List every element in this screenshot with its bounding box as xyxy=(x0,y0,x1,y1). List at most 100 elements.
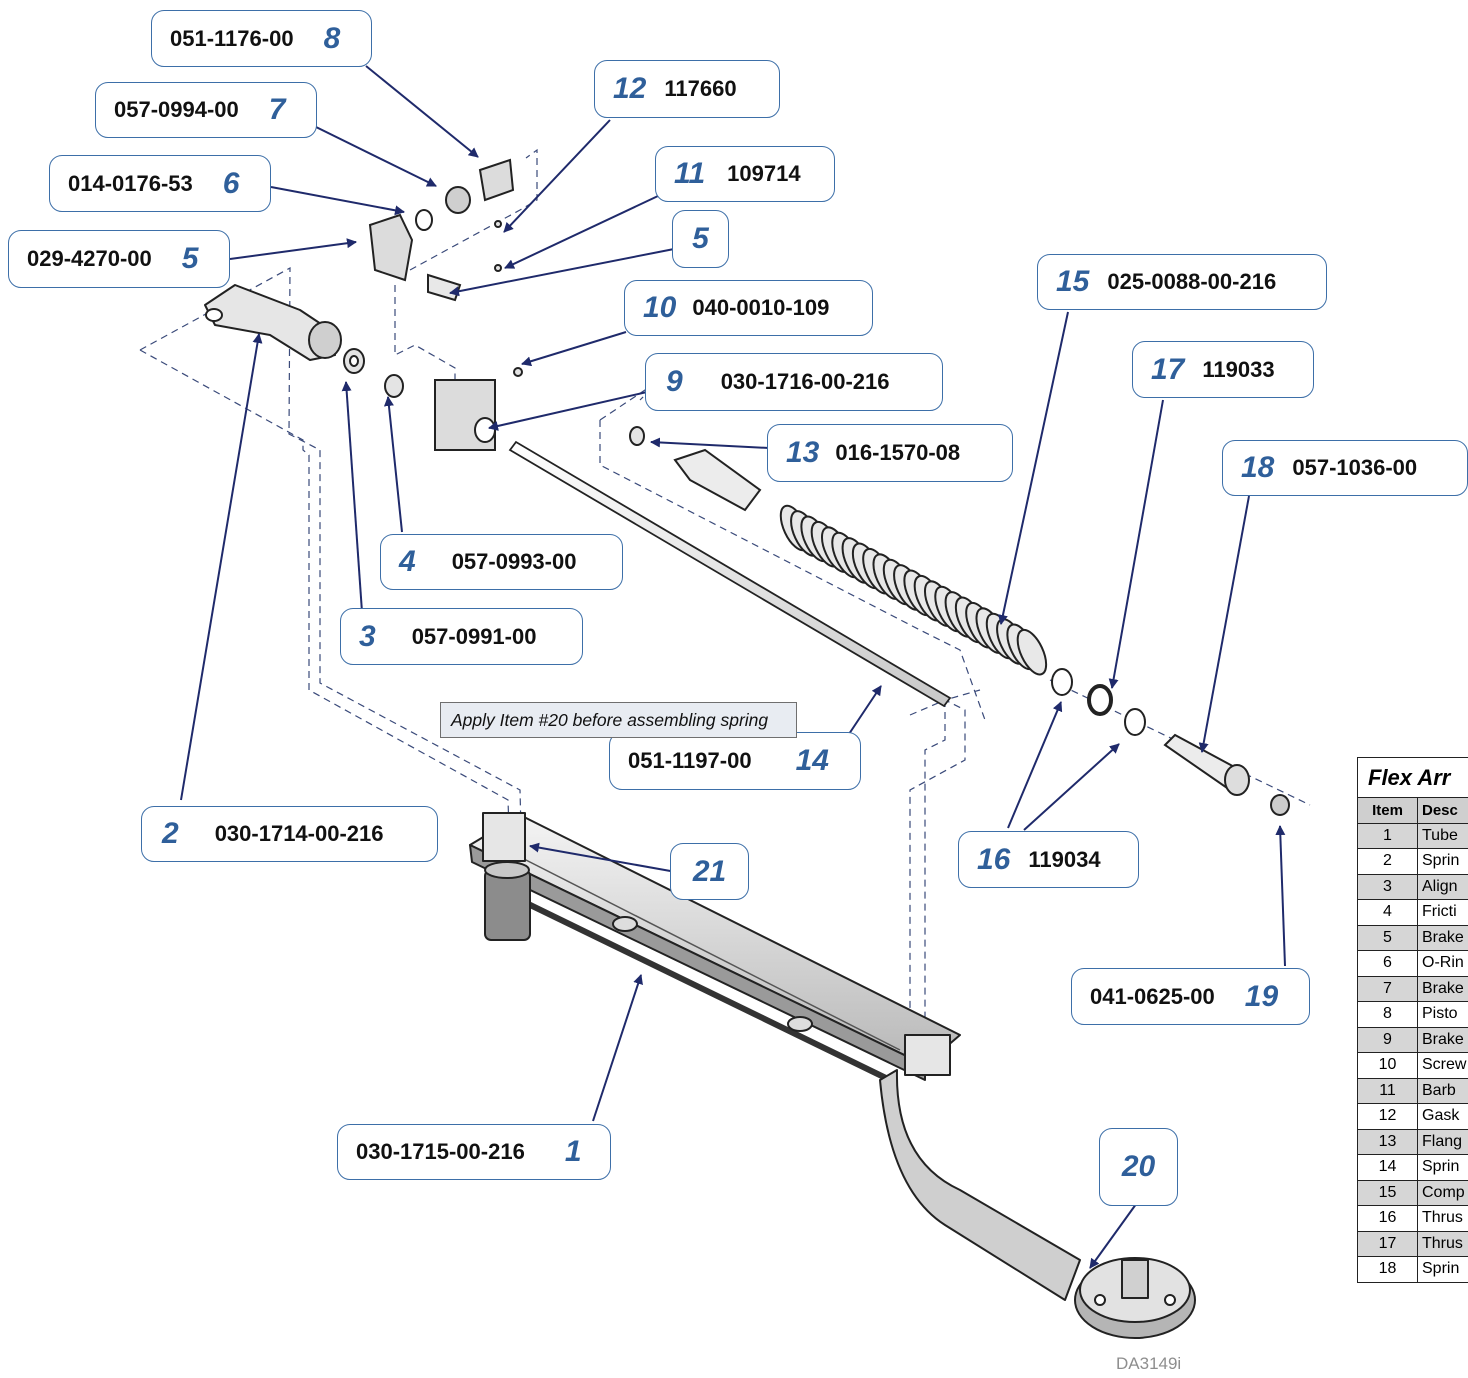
part-number: 119033 xyxy=(1202,356,1275,382)
item-cell: 12 xyxy=(1357,1103,1418,1130)
item-number: 16 xyxy=(977,842,1011,876)
leader-arrows xyxy=(180,65,1286,1269)
part-number: 051-1197-00 xyxy=(628,748,752,773)
item-number: 19 xyxy=(1244,979,1279,1013)
item-cell: 16 xyxy=(1357,1205,1418,1232)
item-cell: 7 xyxy=(1357,975,1418,1002)
assembly-note: Apply Item #20 before assembling spring xyxy=(440,702,797,738)
item-cell: 17 xyxy=(1357,1230,1418,1257)
part-number: 030-1714-00-216 xyxy=(214,821,384,846)
item-cell: 18 xyxy=(1357,1256,1418,1283)
description-cell: Sprin xyxy=(1417,1256,1468,1283)
callout-item-21: 21 xyxy=(670,843,749,900)
part-number: 057-1036-00 xyxy=(1292,455,1418,480)
part-20-bracket xyxy=(879,1069,1196,1339)
column-header-description: Desc xyxy=(1417,797,1468,824)
part-number: 051-1176-00 xyxy=(170,25,294,51)
item-number: 2 xyxy=(162,817,179,850)
description-cell: Brake xyxy=(1417,975,1468,1002)
part-number: 029-4270-00 xyxy=(27,246,152,271)
description-cell: Sprin xyxy=(1417,1154,1468,1181)
description-cell: Comp xyxy=(1417,1179,1468,1206)
part-number: 030-1716-00-216 xyxy=(720,369,890,394)
callout-item-3: 3 057-0991-00 xyxy=(340,608,583,665)
item-number: 13 xyxy=(786,436,820,469)
description-cell: Sprin xyxy=(1417,848,1468,875)
part-15-spring xyxy=(779,504,1048,676)
callout-item-6: 014-0176-53 6 xyxy=(49,155,271,212)
item-cell: 13 xyxy=(1357,1128,1418,1155)
callout-item-19: 041-0625-00 19 xyxy=(1071,968,1310,1025)
description-cell: Gask xyxy=(1417,1103,1468,1130)
item-cell: 9 xyxy=(1357,1026,1418,1053)
description-cell: Thrus xyxy=(1417,1230,1468,1257)
item-cell: 11 xyxy=(1357,1077,1418,1104)
description-cell: O-Rin xyxy=(1417,950,1468,977)
description-cell: Flang xyxy=(1417,1128,1468,1155)
part-number: 057-0994-00 xyxy=(114,97,239,122)
item-cell: 6 xyxy=(1357,950,1418,977)
item-cell: 1 xyxy=(1357,822,1418,849)
item-number: 5 xyxy=(692,222,709,255)
item-number: 10 xyxy=(643,291,677,324)
item-number: 7 xyxy=(268,93,286,126)
callout-item-10: 10 040-0010-109 xyxy=(624,280,873,336)
callout-item-5: 029-4270-00 5 xyxy=(8,230,230,288)
callout-item-14: 051-1197-00 14 xyxy=(609,732,861,790)
callout-item-12: 12 117660 xyxy=(594,60,780,118)
item-number: 6 xyxy=(222,166,240,200)
description-cell: Fricti xyxy=(1417,899,1468,926)
part-number: 057-0993-00 xyxy=(451,549,577,574)
callout-item-17: 17 119033 xyxy=(1132,341,1314,398)
item-cell: 3 xyxy=(1357,873,1418,900)
description-cell: Tube xyxy=(1417,822,1468,849)
item-number: 20 xyxy=(1121,1150,1156,1183)
callout-item-11: 11 109714 xyxy=(655,146,835,202)
part-number: 030-1715-00-216 xyxy=(356,1139,525,1164)
description-cell: Thrus xyxy=(1417,1205,1468,1232)
item-number: 5 xyxy=(181,242,199,275)
part-14-rod xyxy=(508,440,952,708)
part-number: 040-0010-109 xyxy=(692,295,830,320)
part-number: 057-0991-00 xyxy=(411,623,537,649)
callout-item-16: 16 119034 xyxy=(958,831,1139,888)
callout-item-4: 4 057-0993-00 xyxy=(380,534,623,590)
callout-item-8: 051-1176-00 8 xyxy=(151,10,372,67)
part-number: 014-0176-53 xyxy=(68,170,193,196)
item-cell: 4 xyxy=(1357,899,1418,926)
item-cell: 14 xyxy=(1357,1154,1418,1181)
item-cell: 10 xyxy=(1357,1052,1418,1079)
item-cell: 15 xyxy=(1357,1179,1418,1206)
item-number: 4 xyxy=(399,545,416,578)
callout-item-18: 18 057-1036-00 xyxy=(1222,440,1468,496)
item-number: 14 xyxy=(795,744,829,777)
item-number: 12 xyxy=(613,72,647,105)
spring-coil xyxy=(1016,628,1048,676)
part-2-spring-link xyxy=(204,284,342,361)
part-number: 025-0088-00-216 xyxy=(1107,269,1277,294)
item-cell: 2 xyxy=(1357,848,1418,875)
description-cell: Align xyxy=(1417,873,1468,900)
part-1-tube xyxy=(469,812,961,1083)
callout-item-9: 9 030-1716-00-216 xyxy=(645,353,943,411)
description-cell: Brake xyxy=(1417,924,1468,951)
description-cell: Brake xyxy=(1417,1026,1468,1053)
callout-item-2: 2 030-1714-00-216 xyxy=(141,806,438,862)
